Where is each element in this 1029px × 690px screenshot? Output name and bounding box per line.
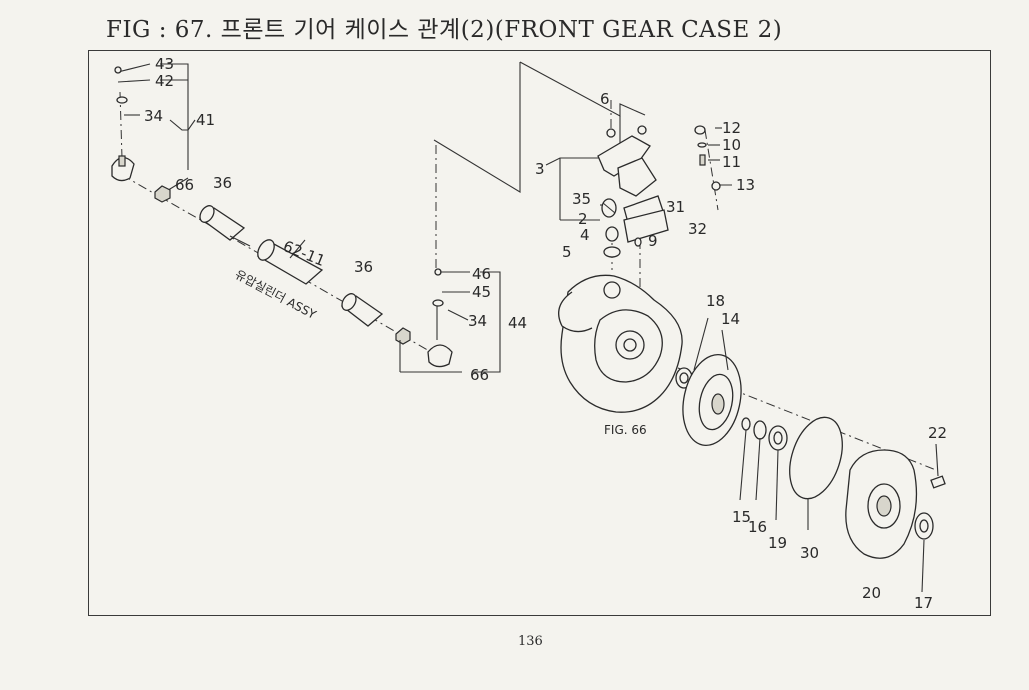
callout-6: 6 bbox=[600, 90, 610, 108]
page-number: 136 bbox=[518, 634, 543, 649]
callout-34-upper: 34 bbox=[144, 107, 163, 125]
rod-end-lower bbox=[427, 268, 453, 368]
callout-4: 4 bbox=[580, 226, 590, 244]
callout-36-upper: 36 bbox=[213, 174, 232, 192]
callout-11: 11 bbox=[722, 153, 741, 171]
small-parts-right-top bbox=[694, 125, 721, 191]
callout-20: 20 bbox=[862, 584, 881, 602]
gear-case-body bbox=[558, 274, 683, 413]
nut-66-upper bbox=[154, 185, 171, 203]
leader-lines-right bbox=[693, 317, 939, 593]
oring-30 bbox=[789, 416, 843, 500]
callout-3: 3 bbox=[535, 160, 545, 178]
rod-end-upper bbox=[111, 66, 135, 182]
callout-10: 10 bbox=[722, 136, 741, 154]
callout-22: 22 bbox=[928, 424, 947, 442]
bracket-31-32 bbox=[623, 195, 669, 243]
bearing-35 bbox=[601, 198, 617, 218]
callout-34-lower: 34 bbox=[468, 312, 487, 330]
oring-9 bbox=[634, 237, 642, 247]
cover-20 bbox=[845, 449, 918, 559]
callout-44: 44 bbox=[508, 314, 527, 332]
callout-41: 41 bbox=[196, 111, 215, 129]
knuckle-arm bbox=[597, 125, 657, 197]
callout-45: 45 bbox=[472, 283, 491, 301]
callout-19: 19 bbox=[768, 534, 787, 552]
callout-5: 5 bbox=[562, 243, 572, 261]
callout-12: 12 bbox=[722, 119, 741, 137]
callout-16: 16 bbox=[748, 518, 767, 536]
leader-lines-left bbox=[117, 63, 446, 361]
callout-46: 46 bbox=[472, 265, 491, 283]
snap-ring-15-16 bbox=[741, 417, 767, 440]
seal-17 bbox=[914, 512, 934, 540]
cylinder-barrel-36-upper bbox=[198, 205, 251, 247]
ring-gear-14 bbox=[682, 353, 742, 447]
callout-66-upper: 66 bbox=[175, 176, 194, 194]
callout-30: 30 bbox=[800, 544, 819, 562]
callout-9: 9 bbox=[648, 232, 658, 250]
callout-42: 42 bbox=[155, 72, 174, 90]
callout-14: 14 bbox=[721, 310, 740, 328]
figure-title: FIG : 67. 프론트 기어 케이스 관계(2)(FRONT GEAR CA… bbox=[106, 17, 783, 43]
callout-31: 31 bbox=[666, 198, 685, 216]
cylinder-barrel-36-lower bbox=[340, 293, 384, 327]
cylinder-body-62-11 bbox=[256, 239, 324, 285]
callout-18: 18 bbox=[706, 292, 725, 310]
callout-15: 15 bbox=[732, 508, 751, 526]
callout-43: 43 bbox=[155, 55, 174, 73]
leader-lines-mid bbox=[399, 62, 521, 373]
callout-32: 32 bbox=[688, 220, 707, 238]
callout-13: 13 bbox=[736, 176, 755, 194]
washer-4-5 bbox=[603, 226, 621, 258]
bearing-19 bbox=[768, 425, 788, 451]
callout-66-lower: 66 bbox=[470, 366, 489, 384]
bolt-22 bbox=[930, 475, 946, 489]
annotation-fig-66: FIG. 66 bbox=[604, 423, 647, 437]
leader-lines-top bbox=[519, 61, 732, 300]
callout-17: 17 bbox=[914, 594, 933, 612]
nut-66-lower bbox=[395, 327, 411, 345]
callout-2: 2 bbox=[578, 210, 588, 228]
diagram-frame bbox=[88, 50, 991, 616]
callout-35: 35 bbox=[572, 190, 591, 208]
callout-36-lower: 36 bbox=[354, 258, 373, 276]
